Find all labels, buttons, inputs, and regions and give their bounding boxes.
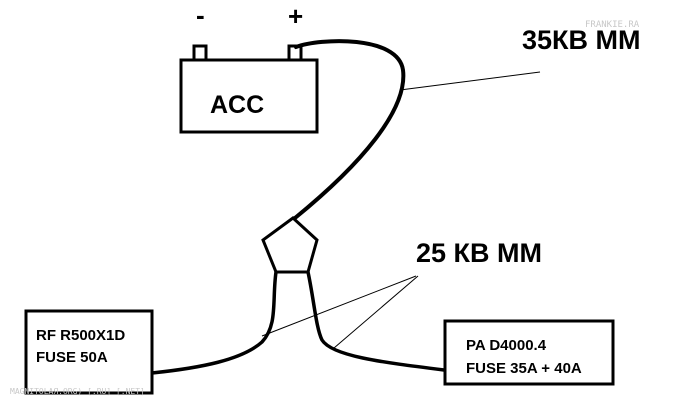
rf-amplifier-box bbox=[24, 309, 154, 395]
pa-amplifier-fuse: FUSE 35A + 40A bbox=[466, 360, 582, 377]
left-branch-cable bbox=[150, 270, 278, 375]
pa-amplifier-box bbox=[443, 319, 615, 386]
main-cable-pointer bbox=[399, 71, 541, 91]
main-cable-label: 35КВ ММ bbox=[522, 25, 641, 55]
rf-amplifier-fuse: FUSE 50A bbox=[36, 349, 108, 366]
rf-amplifier-model: RF R500X1D bbox=[36, 327, 125, 344]
right-branch-cable bbox=[306, 270, 446, 372]
watermark-bottom-left: MAGNITOLAЯ.ORG) [.RU] [.NET] bbox=[10, 387, 145, 396]
battery-box bbox=[179, 58, 319, 134]
distribution-block bbox=[261, 216, 319, 274]
watermark-top-right: FRANKIE.RA bbox=[585, 20, 640, 30]
battery-negative-terminal bbox=[192, 44, 208, 62]
pa-amplifier-model: PA D4000.4 bbox=[466, 337, 547, 354]
main-power-cable bbox=[293, 39, 406, 220]
branch-cable-label: 25 КВ ММ bbox=[416, 238, 542, 268]
battery-positive-sign: + bbox=[288, 1, 303, 31]
branch-pointer-right bbox=[333, 275, 419, 349]
branch-pointer-left bbox=[261, 275, 417, 337]
battery-negative-sign: - bbox=[196, 0, 205, 30]
battery-label: ACC bbox=[210, 91, 264, 119]
